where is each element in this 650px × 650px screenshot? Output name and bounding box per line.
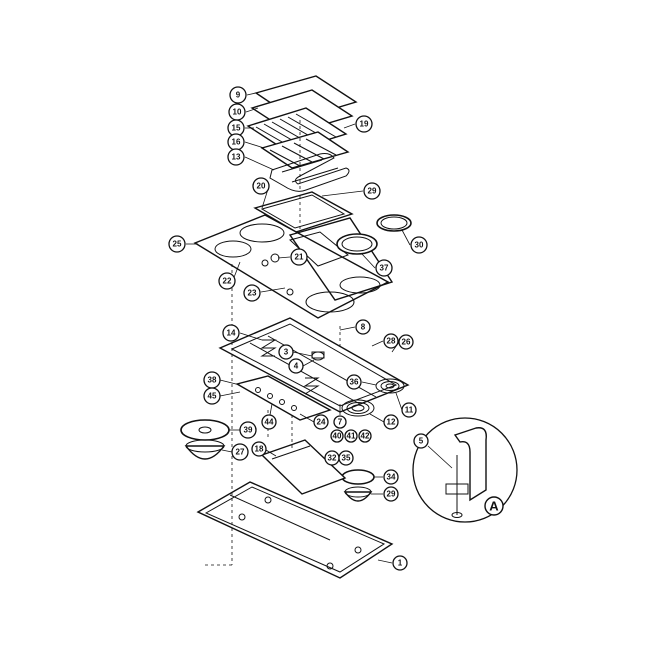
balloon-34: 34 (374, 469, 399, 485)
balloon-38: 38 (203, 371, 241, 389)
control-panel (235, 375, 332, 421)
svg-text:36: 36 (350, 378, 359, 387)
balloon-20: 20 (252, 177, 270, 209)
bottom-pan (196, 481, 394, 579)
grill-element (269, 153, 350, 192)
svg-text:18: 18 (255, 445, 264, 454)
trim-ring-large (336, 233, 378, 255)
balloon-11: 11 (395, 392, 417, 418)
svg-text:15: 15 (232, 124, 241, 133)
balloon-5: 5 (413, 433, 453, 469)
cooktop-top-panel (193, 214, 394, 319)
balloon-9: 9 (229, 86, 257, 104)
balloon-37: 37 (361, 253, 393, 277)
drip-bowl-left (180, 419, 230, 460)
balloon-44: 44 (261, 403, 277, 430)
balloon-41: 41 (344, 429, 358, 443)
svg-text:45: 45 (208, 392, 217, 401)
balloon-45: 45 (203, 387, 241, 405)
svg-text:28: 28 (387, 337, 396, 346)
balloon-16: 16 (227, 133, 265, 151)
svg-text:5: 5 (419, 437, 424, 446)
balloon-12: 12 (369, 413, 399, 430)
svg-text:11: 11 (405, 406, 414, 415)
svg-text:22: 22 (223, 277, 232, 286)
balloon-36: 36 (346, 374, 377, 390)
svg-text:14: 14 (227, 329, 236, 338)
svg-text:38: 38 (208, 376, 217, 385)
svg-text:34: 34 (387, 473, 396, 482)
detail-a-view (412, 417, 518, 523)
svg-text:13: 13 (232, 153, 241, 162)
balloon-42: 42 (358, 429, 372, 443)
coil-element-large (341, 399, 375, 417)
drip-bowl-right (341, 469, 375, 502)
balloon-22-right: 23 (243, 284, 286, 302)
svg-text:40: 40 (333, 432, 342, 441)
balloon-32: 32 (324, 450, 340, 466)
svg-text:A: A (489, 499, 499, 514)
balloon-24: 24 (299, 413, 329, 430)
balloon-3: 3 (278, 344, 313, 360)
svg-text:8: 8 (361, 323, 366, 332)
balloon-30: 30 (401, 229, 428, 254)
svg-text:16: 16 (232, 138, 241, 147)
svg-text:29: 29 (387, 490, 396, 499)
balloon-7: 7 (333, 404, 347, 429)
svg-text:23: 23 (248, 289, 257, 298)
balloon-26: 26 (391, 334, 414, 353)
svg-text:1: 1 (398, 559, 403, 568)
svg-text:19: 19 (360, 120, 369, 129)
svg-text:4: 4 (294, 362, 299, 371)
svg-text:29: 29 (368, 187, 377, 196)
svg-text:12: 12 (387, 418, 396, 427)
balloon-27: 27 (221, 443, 249, 461)
svg-text:20: 20 (257, 182, 266, 191)
balloon-29-top: 29 (321, 182, 381, 200)
trim-ring-small (376, 214, 412, 232)
balloon-40: 40 (330, 429, 344, 443)
svg-text:26: 26 (402, 338, 411, 347)
svg-text:44: 44 (265, 418, 274, 427)
burner-box-frame (218, 317, 410, 413)
svg-text:7: 7 (338, 418, 343, 427)
balloon-14: 14 (222, 324, 263, 342)
grill-rack (260, 131, 350, 169)
coil-element-small (375, 378, 405, 394)
heat-shield (260, 439, 347, 495)
balloon-29-bottom: 29 (371, 486, 399, 502)
balloon-1: 1 (377, 555, 408, 571)
svg-text:37: 37 (380, 264, 389, 273)
balloon-35: 35 (338, 450, 354, 466)
balloon-39: 39 (229, 421, 257, 439)
svg-text:3: 3 (284, 348, 289, 357)
svg-text:39: 39 (244, 426, 253, 435)
balloon-25: 25 (168, 235, 198, 253)
svg-text:21: 21 (295, 253, 304, 262)
balloon-28: 28 (371, 333, 399, 349)
svg-text:42: 42 (361, 432, 370, 441)
detail-a-label: A (484, 496, 504, 516)
svg-text:32: 32 (328, 454, 337, 463)
balloon-22-left: 22 (218, 261, 241, 290)
balloon-15: 15 (227, 119, 254, 137)
balloon-18: 18 (251, 441, 277, 457)
balloon-13: 13 (227, 148, 275, 171)
svg-text:30: 30 (415, 241, 424, 250)
balloon-10: 10 (228, 103, 259, 121)
svg-text:25: 25 (173, 240, 182, 249)
balloon-8: 8 (339, 319, 371, 335)
svg-text:9: 9 (236, 91, 241, 100)
balloon-21: 21 (277, 248, 308, 266)
svg-text:24: 24 (317, 418, 326, 427)
balloon-4: 4 (288, 358, 315, 374)
svg-text:35: 35 (342, 454, 351, 463)
svg-text:41: 41 (347, 432, 356, 441)
balloon-19: 19 (343, 115, 373, 133)
svg-text:10: 10 (233, 108, 242, 117)
svg-text:27: 27 (236, 448, 245, 457)
